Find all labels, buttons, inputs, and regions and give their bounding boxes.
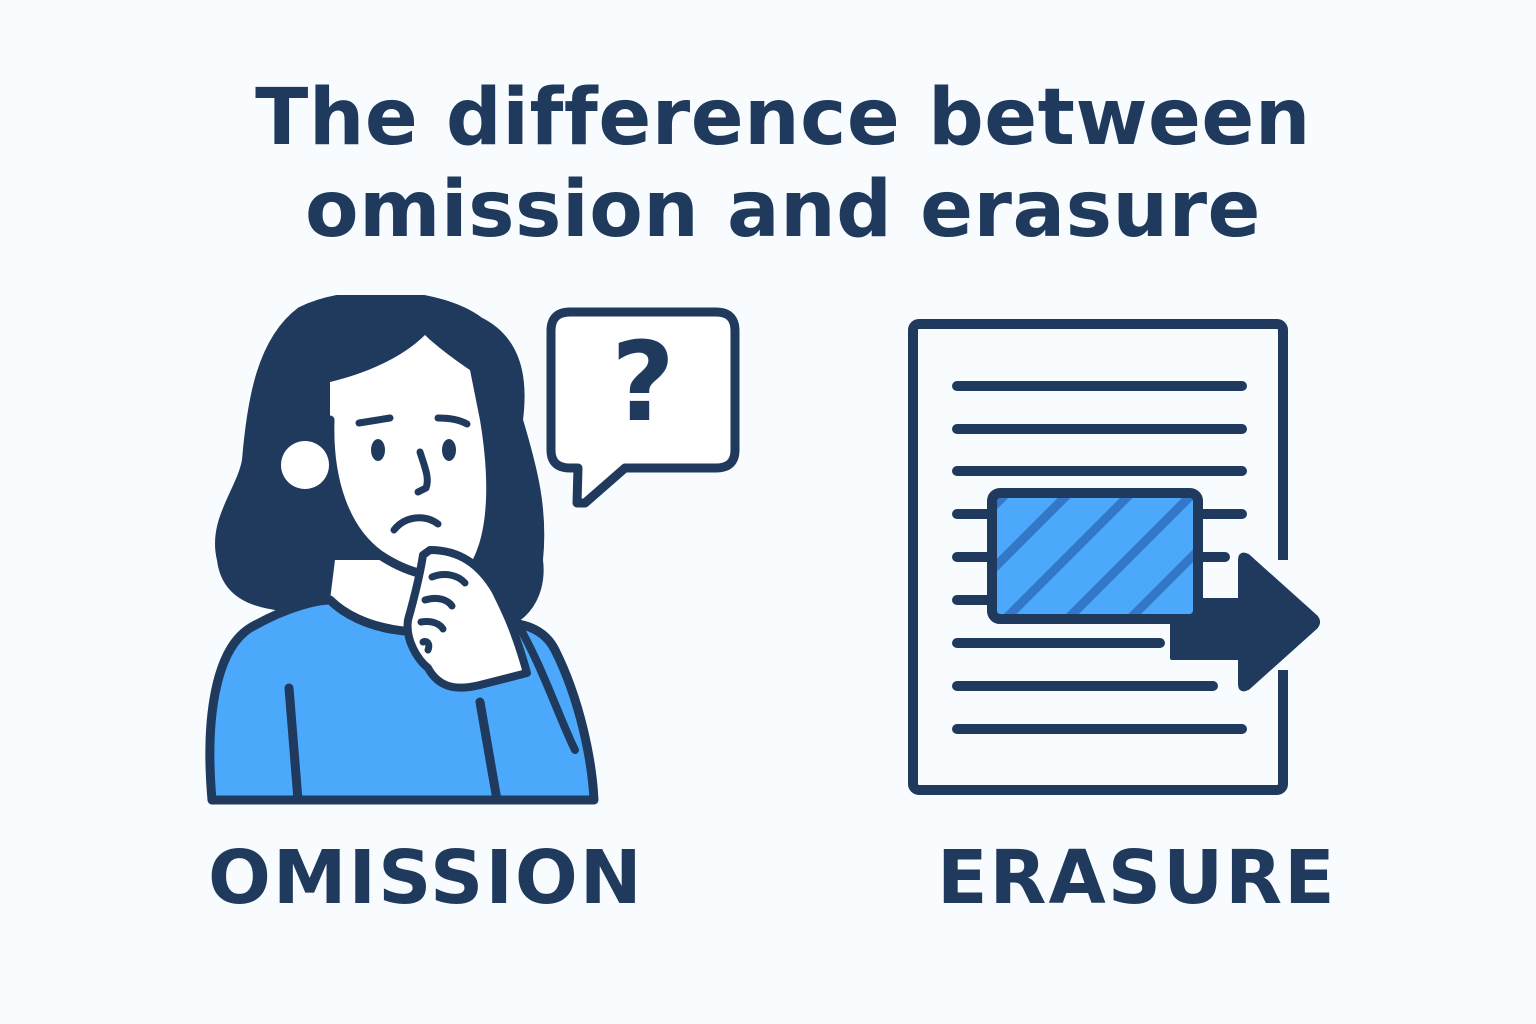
title-line-2: omission and erasure <box>305 165 1261 255</box>
question-mark: ? <box>611 318 675 446</box>
erasure-illustration <box>908 319 1320 795</box>
erased-block <box>987 488 1203 624</box>
omission-illustration: ? <box>205 295 740 805</box>
erasure-label: ERASURE <box>937 835 1337 921</box>
question-bubble-icon: ? <box>546 307 740 508</box>
omission-label: OMISSION <box>208 835 644 921</box>
woman-icon <box>205 295 599 805</box>
title-line-1: The difference between <box>255 73 1311 163</box>
page-title: The difference between omission and eras… <box>0 72 1536 256</box>
arrow-right-icon <box>1170 552 1320 692</box>
